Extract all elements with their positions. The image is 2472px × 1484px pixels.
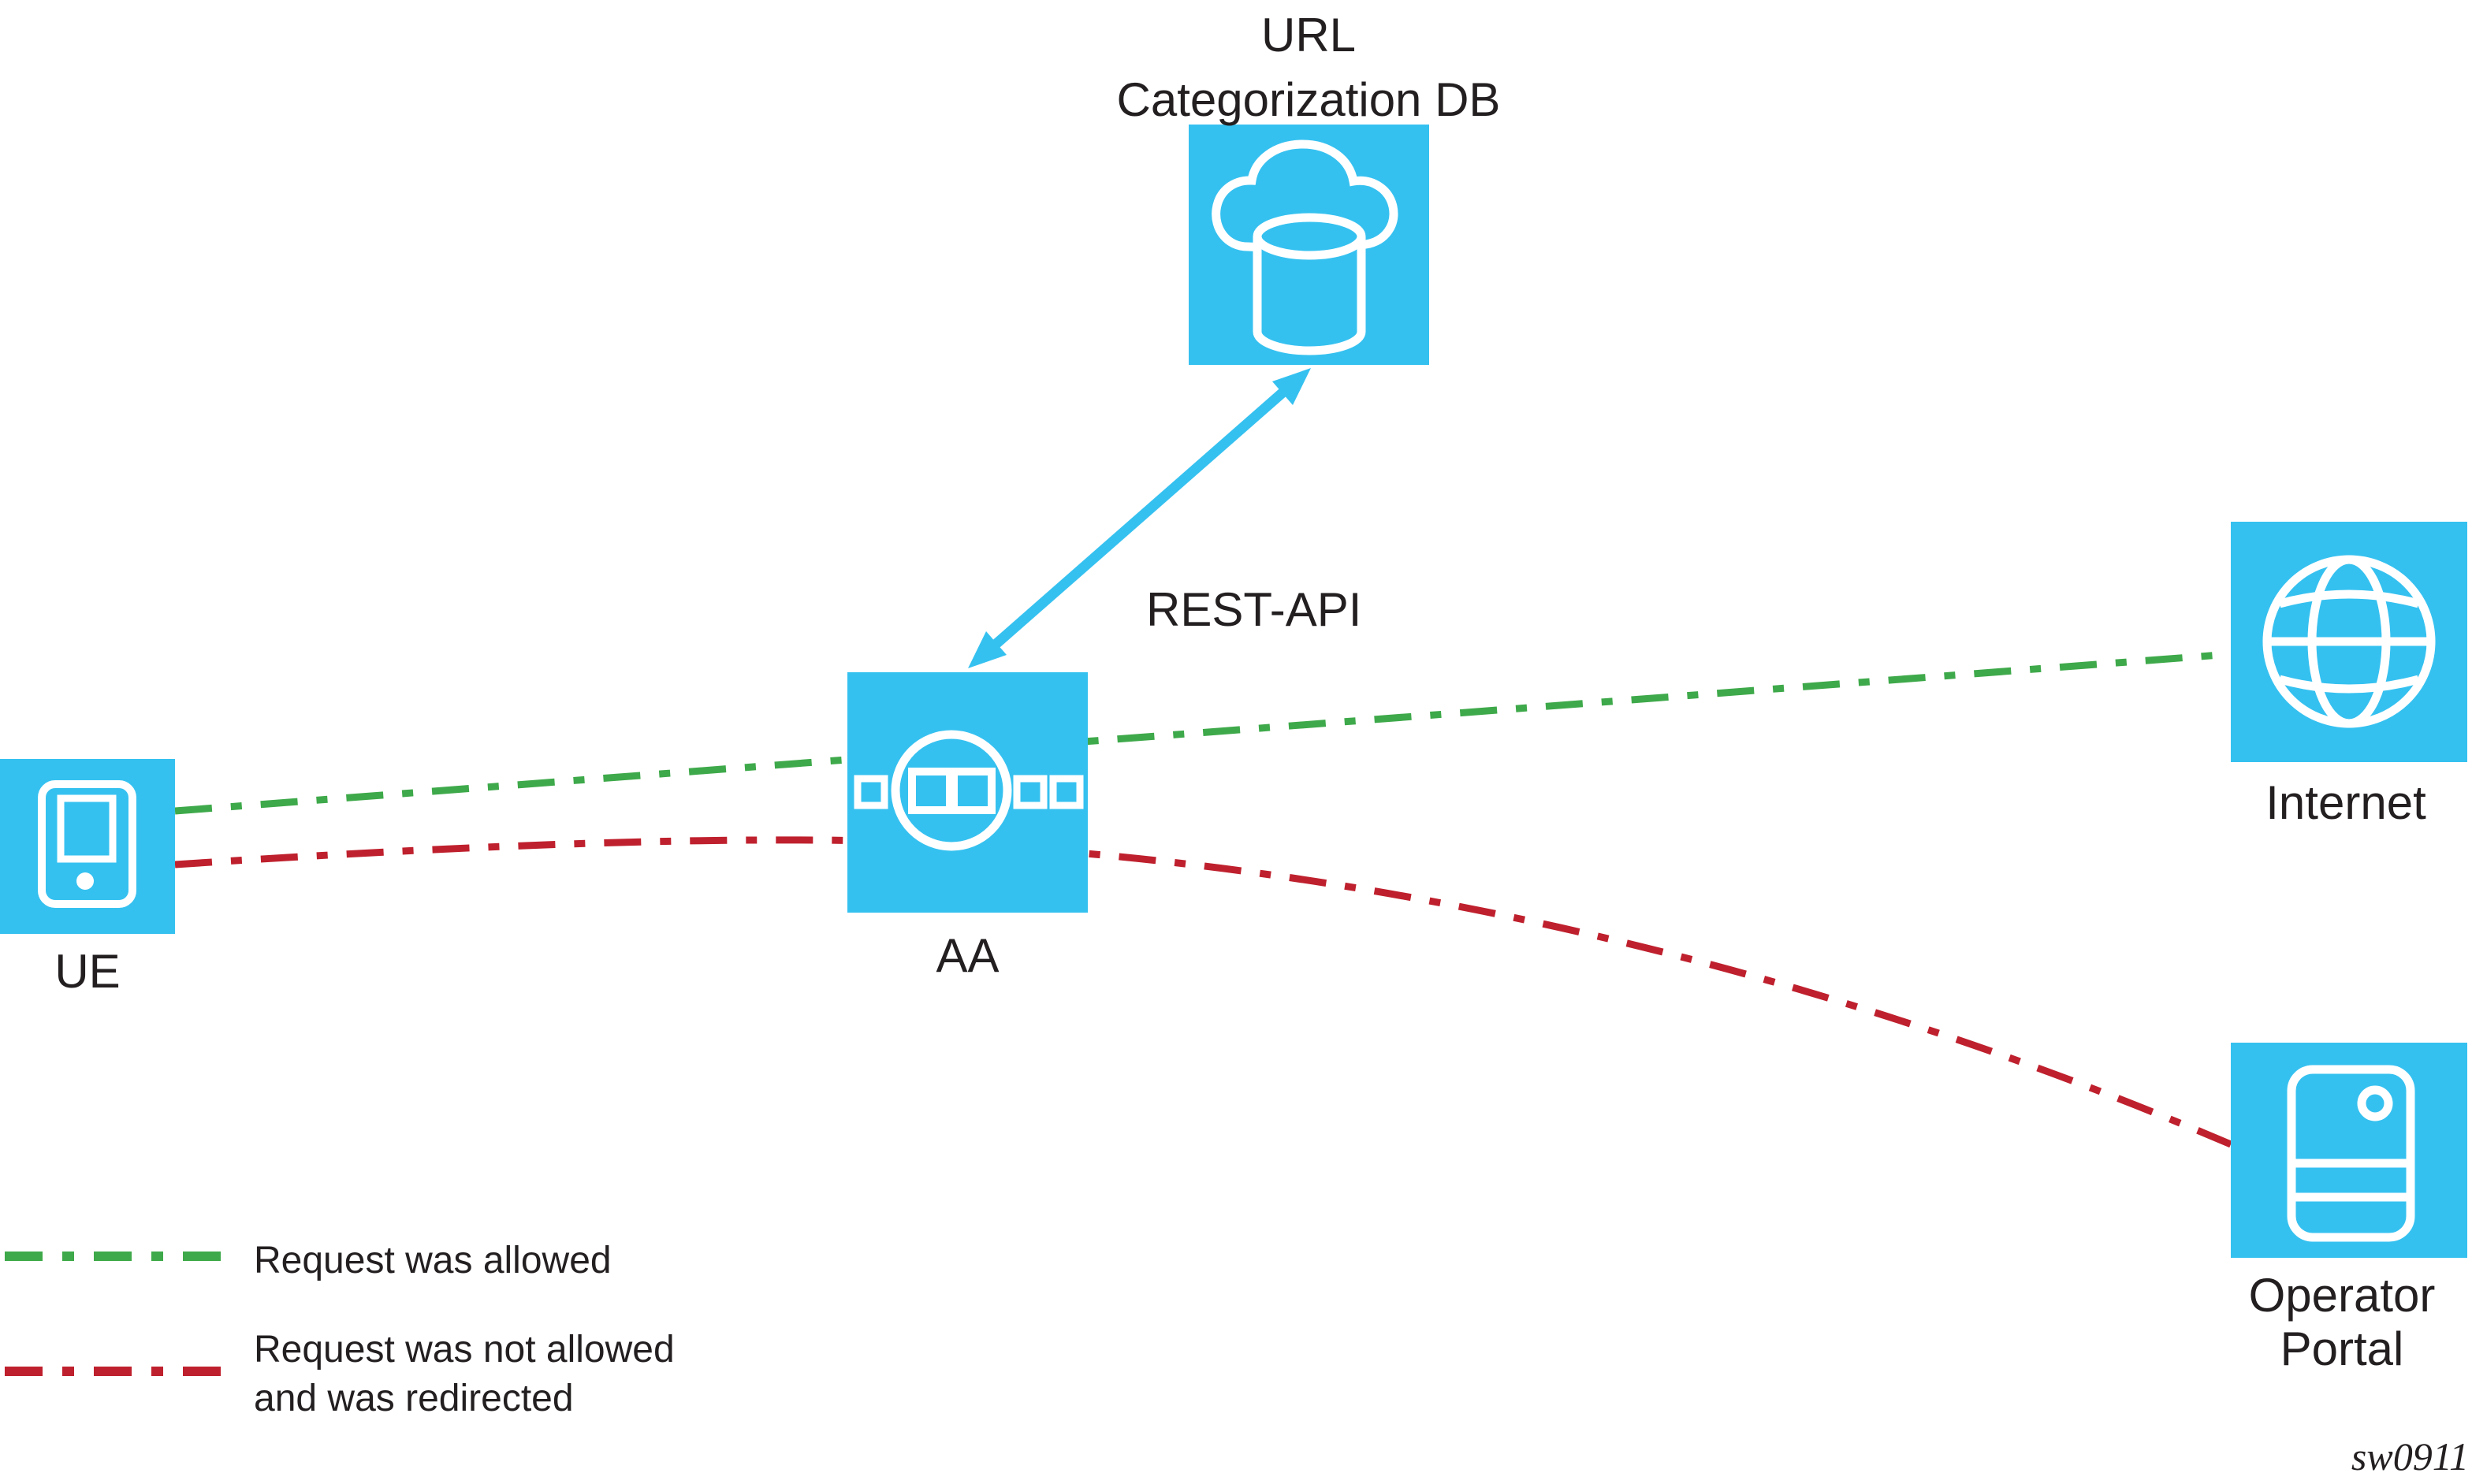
globe-icon: [2262, 555, 2436, 728]
figure-watermark: sw0911: [2351, 1434, 2469, 1478]
application-assurance-icon: [854, 730, 1084, 851]
legend-redirected-label-line2: and was redirected: [254, 1378, 574, 1419]
operator-portal-node-box: [2231, 1043, 2467, 1258]
redirected-flow-line: [174, 836, 2232, 1148]
operator-portal-node: [2231, 1043, 2467, 1258]
internet-label: Internet: [2265, 776, 2426, 829]
ue-node: [0, 759, 175, 934]
rest-api-arrow: [968, 368, 1311, 668]
operator-portal-label: Operator Portal: [2215, 1269, 2469, 1376]
operator-portal-label-line2: Portal: [2280, 1322, 2404, 1375]
aa-label: AA: [936, 929, 1000, 982]
url-db-label: URL Categorization DB: [1033, 3, 1584, 132]
rest-api-arrow-shaft: [988, 385, 1291, 652]
rest-api-arrowhead-down: [968, 631, 1007, 668]
operator-portal-label-line1: Operator: [2248, 1269, 2436, 1322]
aa-node: [847, 672, 1088, 913]
server-icon: [2287, 1065, 2415, 1242]
tablet-device-icon: [38, 780, 136, 908]
legend-redirected-label: Request was not allowed and was redirect…: [254, 1326, 675, 1423]
legend-redirected-label-line1: Request was not allowed: [254, 1329, 675, 1371]
url-db-node: [1189, 125, 1429, 365]
allowed-flow-line: [174, 650, 2232, 815]
rest-api-label: REST-API: [1146, 583, 1362, 636]
rest-api-arrowhead-up: [1272, 368, 1311, 405]
ue-label: UE: [54, 945, 121, 998]
url-db-label-line1: URL: [1260, 9, 1357, 61]
cloud-database-icon: [1212, 139, 1398, 355]
legend-allowed-label: Request was allowed: [254, 1240, 612, 1281]
url-db-label-line2: Categorization DB: [1116, 73, 1501, 126]
internet-node: [2231, 522, 2467, 762]
